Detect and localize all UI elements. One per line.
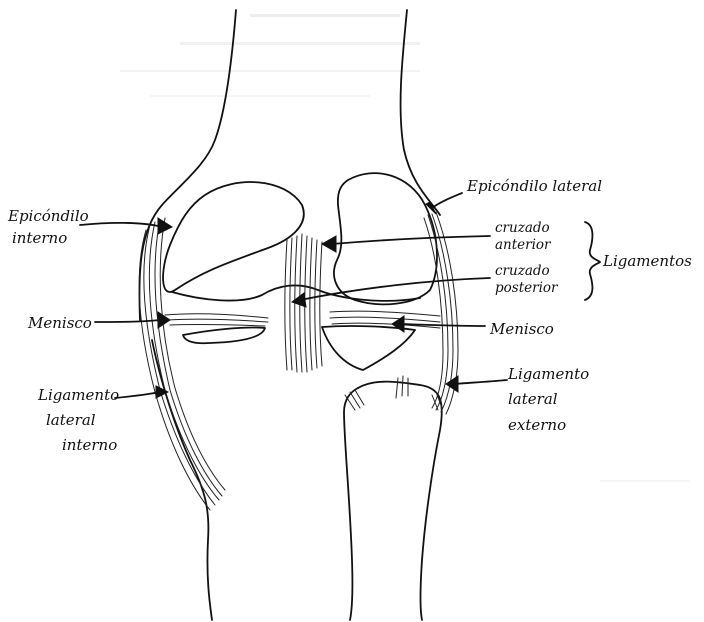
label-menisco-izq: Menisco	[27, 314, 92, 332]
medial-condyle	[163, 182, 304, 292]
label-epicondilo-interno-1: Epicóndilo	[7, 207, 89, 225]
medial-meniscus	[183, 327, 265, 343]
scan-noise	[120, 14, 690, 482]
label-lig-lateral-externo-1: Ligamento	[507, 365, 589, 383]
label-menisco-der: Menisco	[489, 320, 554, 338]
label-lig-lateral-externo-3: externo	[508, 416, 566, 434]
label-cruzado-anterior-2: anterior	[495, 237, 552, 253]
label-ligamentos: Ligamentos	[602, 252, 692, 270]
label-cruzado-posterior-2: posterior	[495, 280, 559, 296]
label-epicondilo-interno-2: interno	[12, 229, 67, 247]
lateral-meniscus	[322, 326, 415, 370]
arrow-lig-lat-externo	[446, 376, 458, 392]
label-epicondilo-lateral: Epicóndilo lateral	[466, 177, 602, 195]
ligamentos-brace	[585, 222, 600, 300]
label-cruzado-posterior-1: cruzado	[495, 263, 550, 279]
label-lig-lateral-interno-1: Ligamento	[37, 386, 119, 404]
arrow-cruzado-posterior	[292, 293, 306, 307]
label-lig-lateral-interno-2: lateral	[46, 411, 96, 429]
medial-collateral-ligament	[139, 218, 225, 510]
tibia-outline	[152, 340, 442, 620]
arrow-cruzado-anterior	[322, 236, 336, 252]
femur-outline	[139, 10, 440, 320]
label-lig-lateral-externo-2: lateral	[508, 390, 558, 408]
label-lig-lateral-interno-3: interno	[62, 436, 117, 454]
label-cruzado-anterior-1: cruzado	[495, 220, 550, 236]
